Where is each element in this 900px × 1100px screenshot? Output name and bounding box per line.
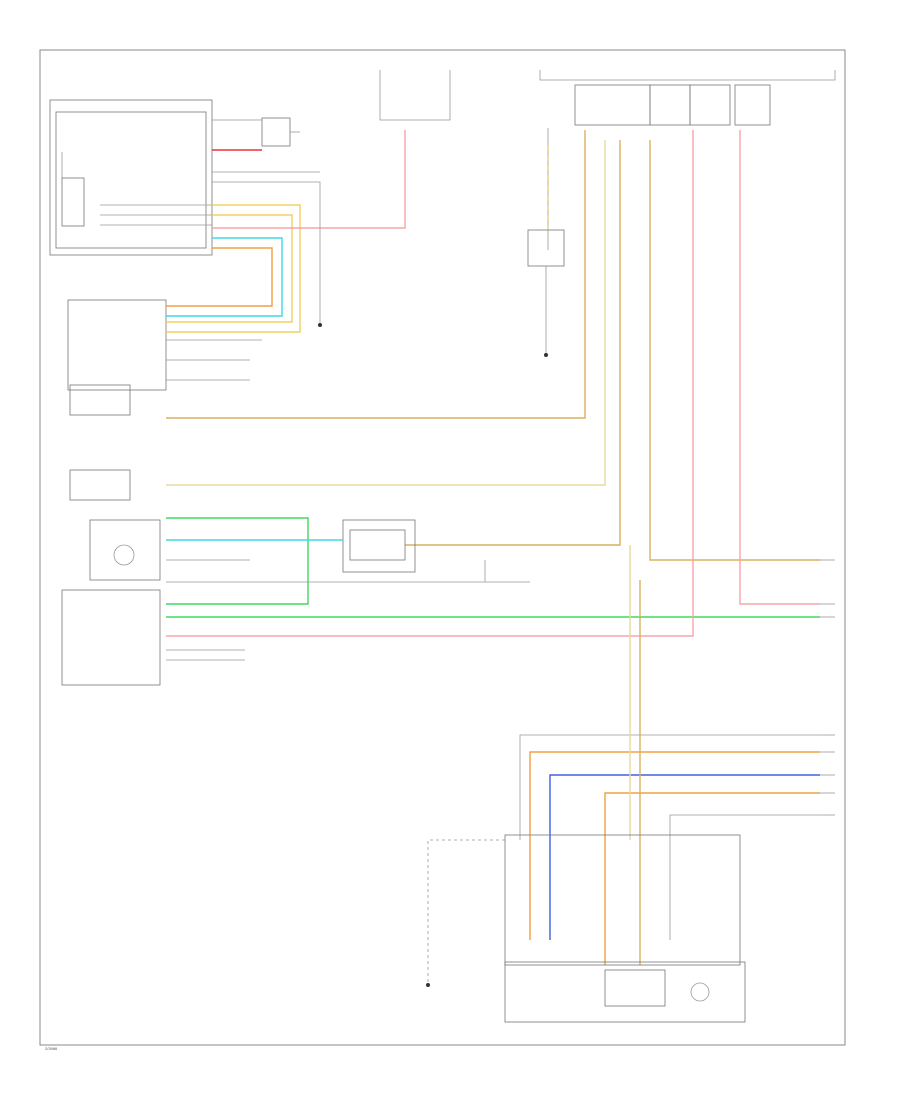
ground-node-2 [544, 353, 548, 357]
tan-wires [166, 130, 820, 561]
right-edge-stubs [820, 559, 835, 816]
wire-blue-1 [549, 774, 820, 940]
wire-tan-4 [649, 140, 820, 561]
actuator-box [342, 519, 416, 573]
wire-orange-1 [212, 247, 273, 307]
wire-yellow-2 [212, 214, 293, 323]
top-right-fuse-block [379, 70, 836, 357]
harness-top-left [100, 130, 406, 333]
wire-green-1 [166, 517, 309, 605]
wire-red-long [166, 130, 694, 637]
wire-cyan-1 [212, 237, 283, 317]
wire-orange-2 [529, 751, 820, 940]
wire-orange-3 [604, 792, 820, 965]
left-switch-blocks [61, 299, 262, 686]
bottom-right-module [426, 545, 820, 1023]
mid-colored-wires [166, 130, 820, 661]
wire-red-2 [212, 130, 406, 229]
wire-yellow-1 [212, 204, 301, 333]
lamp-icon [113, 544, 135, 566]
headlamp-switch-module [49, 99, 213, 256]
wire-tan-1 [166, 130, 586, 419]
wire-tan-3 [405, 140, 621, 546]
motor-icon [690, 982, 710, 1002]
ground-node-3 [426, 983, 430, 987]
wire-tan-2 [166, 140, 606, 486]
relay-box [212, 117, 320, 173]
diagram-frame [39, 49, 846, 1046]
wire-red-right [739, 130, 820, 605]
ground-node-1 [318, 323, 322, 327]
diagram-code: 2/3986 [45, 1046, 58, 1051]
